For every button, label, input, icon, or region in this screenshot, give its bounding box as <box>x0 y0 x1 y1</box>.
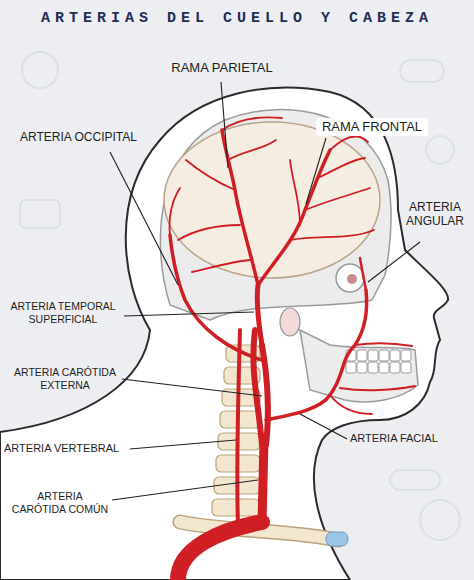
skin-outline <box>0 88 448 580</box>
background-icon <box>390 470 440 490</box>
cerebral-branches <box>169 117 374 272</box>
tooth <box>357 362 367 373</box>
branch <box>192 260 250 272</box>
part-label: ARTERIA VERTEBRAL <box>4 442 128 455</box>
branch <box>290 160 300 225</box>
leader-line <box>124 312 254 316</box>
ear <box>280 308 300 336</box>
background-icon <box>22 52 58 88</box>
tooth <box>401 350 411 361</box>
tooth <box>379 362 389 373</box>
brain <box>164 122 380 278</box>
superficial-temporal <box>257 285 262 345</box>
angular-artery <box>360 258 366 290</box>
clavicle-cartilage <box>326 532 348 546</box>
leader-line <box>306 138 326 204</box>
background-icon <box>20 200 60 228</box>
part-label: ARTERIA OCCIPITAL <box>20 130 144 144</box>
leader-line <box>112 480 258 500</box>
branch <box>228 140 276 160</box>
tooth <box>357 350 367 361</box>
frontal-branch <box>258 150 330 285</box>
labial-branch <box>340 386 415 390</box>
teeth <box>346 350 411 373</box>
common-carotid <box>262 440 264 525</box>
branch <box>318 158 365 178</box>
tooth <box>390 362 400 373</box>
leader-line <box>300 414 347 439</box>
part-label: ARTERIA ANGULAR <box>402 200 468 229</box>
branch <box>222 117 282 130</box>
tooth <box>368 350 378 361</box>
background-icon <box>426 136 454 164</box>
leader-line <box>221 82 228 168</box>
part-label: ARTERIA CARÓTIDA EXTERNA <box>12 366 118 391</box>
aortic-arch <box>178 522 262 580</box>
leader-line <box>110 152 178 285</box>
part-label: ARTERIA TEMPORAL SUPERFICIAL <box>6 300 120 325</box>
tooth <box>390 350 400 361</box>
leader-line <box>122 379 262 396</box>
leader-line <box>130 440 236 449</box>
background-icon <box>420 500 460 540</box>
branch <box>330 136 368 150</box>
part-label: ARTERIA CARÓTIDA COMÚN <box>10 490 110 515</box>
branch <box>290 230 374 240</box>
cranium <box>160 110 391 320</box>
eye <box>347 274 357 284</box>
branch <box>169 188 180 235</box>
skin-silhouette <box>0 88 448 580</box>
part-label: RAMA PARIETAL <box>166 60 278 76</box>
facial-artery <box>266 290 367 420</box>
tooth <box>401 362 411 373</box>
tooth <box>368 362 378 373</box>
arteries <box>169 117 415 580</box>
skull <box>160 110 418 402</box>
occipital-artery <box>170 235 262 360</box>
diagram-title: ARTERIAS DEL CUELLO Y CABEZA <box>0 10 474 27</box>
background-icon <box>400 60 444 82</box>
tooth <box>346 362 356 373</box>
mental-branch <box>330 395 372 414</box>
branch <box>178 225 240 240</box>
tooth <box>379 350 389 361</box>
labial-branch <box>355 343 412 346</box>
part-label: RAMA FRONTAL <box>316 118 428 136</box>
branch <box>305 188 370 210</box>
eye-orbit <box>336 264 364 292</box>
vertebral-artery <box>237 330 240 525</box>
leader-line <box>368 242 420 282</box>
part-label: ARTERIA FACIAL <box>350 432 448 445</box>
